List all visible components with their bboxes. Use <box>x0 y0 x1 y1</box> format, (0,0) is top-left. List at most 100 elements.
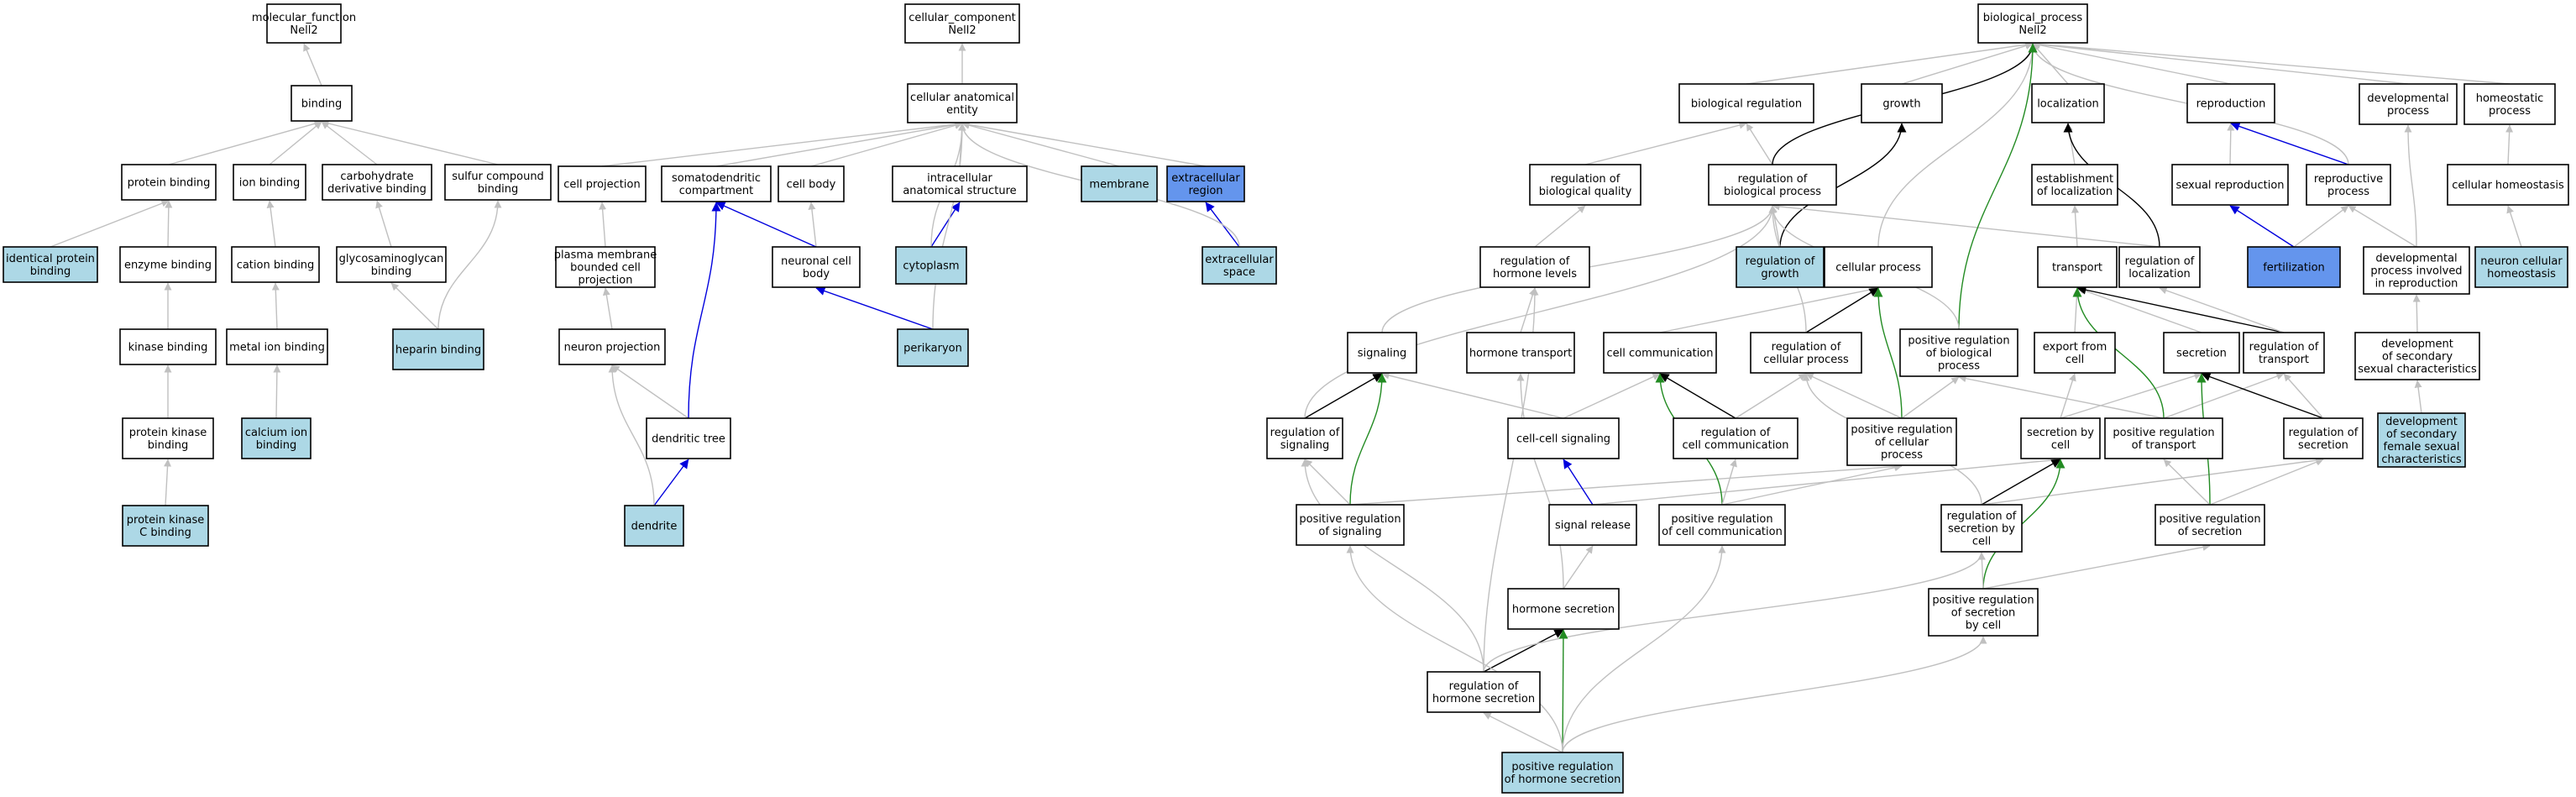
node-label: positive regulation <box>1932 595 2034 607</box>
node-label: cell communication <box>1606 348 1713 360</box>
node-label: of hormone secretion <box>1505 773 1621 786</box>
edge-pos_reg_secretion-to-pos_reg_transport <box>2163 459 2211 506</box>
node-label: process <box>1881 449 1923 462</box>
edge-perikaryon-to-neuronal_body <box>815 286 934 330</box>
node-box <box>1750 332 1862 374</box>
node-label: homeostasis <box>2487 268 2556 281</box>
node-signaling: signaling <box>1347 332 1417 374</box>
node-label: of cell communication <box>1662 526 1783 538</box>
edge-pos_reg_signaling-to-signaling <box>1349 373 1387 506</box>
node-box <box>1202 246 1277 285</box>
node-box <box>2447 164 2569 206</box>
node-box <box>1658 504 1786 546</box>
node-label: derivative binding <box>327 183 427 196</box>
edge-reproduction-to-bp <box>2032 41 2232 85</box>
node-box <box>2283 417 2364 459</box>
node-box <box>904 3 1020 44</box>
node-fertilization: fertilization <box>2247 246 2341 288</box>
node-box <box>2243 332 2325 374</box>
node-box <box>1899 328 2018 377</box>
node-label: of secretion <box>2178 526 2243 538</box>
node-reproduction: reproduction <box>2186 83 2275 123</box>
node-box <box>266 3 342 44</box>
node-box <box>2118 246 2201 288</box>
node-label: cellular_component <box>908 12 1016 24</box>
node-label: of localization <box>2037 186 2113 198</box>
node-label: somatodendritic <box>672 172 761 185</box>
node-cell-homeostasis: cellular homeostasis <box>2447 164 2569 206</box>
node-label: Nell2 <box>948 24 976 37</box>
node-label: growth <box>1761 268 1798 281</box>
node-label: regulation of <box>1746 255 1815 268</box>
edge-pos_reg_signaling-to-reg_signaling <box>1304 459 1351 506</box>
edge-pos_reg_sec_by_cell-to-pos_reg_secretion <box>1982 543 2211 590</box>
node-label: kinase binding <box>128 342 208 354</box>
edge-protein_binding-to-binding <box>168 119 322 165</box>
node-label: cell projection <box>563 179 640 191</box>
edge-pos_reg_cell_comm-to-pos_reg_cell <box>1721 464 1903 506</box>
edge-reg_growth-to-growth <box>1779 123 1907 248</box>
node-box <box>558 165 647 202</box>
node-box <box>1708 164 1837 206</box>
node-box <box>2474 246 2568 288</box>
edge-pos_reg_transport-to-transport <box>2072 287 2165 419</box>
node-label: intracellular <box>927 172 992 185</box>
node-label: binding <box>256 439 296 452</box>
edge-sec_by_cell-to-secretion <box>2060 372 2202 419</box>
node-label: process involved <box>2370 265 2462 278</box>
node-label: characteristics <box>2381 454 2461 466</box>
node-box <box>907 83 1018 123</box>
node-label: transport <box>2052 262 2102 275</box>
edge-dev_repro-to-dev_process <box>2404 124 2417 248</box>
node-label: regulation of <box>2125 255 2195 268</box>
edge-pos_reg_hormone_sec-to-pos_reg_cell_comm <box>1562 545 1726 753</box>
node-binding: binding <box>291 85 353 122</box>
node-label: cell <box>1972 536 1991 548</box>
edge-pos_reg_bio-to-bp <box>1958 43 2038 330</box>
edge-signal_release-to-cc_signaling <box>1563 459 1594 506</box>
node-box <box>2031 83 2105 123</box>
node-box <box>895 246 967 285</box>
node-box <box>1977 3 2088 44</box>
node-box <box>1466 332 1575 374</box>
edge-est_localization-to-localization <box>2065 123 2076 165</box>
node-label: secretion by <box>1948 523 2015 536</box>
node-label: extracellular <box>1205 254 1274 266</box>
node-box <box>2377 412 2466 468</box>
node-label: dendrite <box>631 521 678 533</box>
node-label: process <box>1938 360 1980 373</box>
edge-fertilization-to-repro_process <box>2293 205 2349 248</box>
edge-heparin-to-sulfur_binding <box>437 200 502 330</box>
node-box <box>1548 504 1637 546</box>
node-label: secretion <box>2176 348 2227 360</box>
edge-transport-to-est_localization <box>2071 205 2080 248</box>
node-box <box>1296 504 1405 546</box>
edge-ext_region-to-cae <box>961 121 1207 167</box>
node-signal-release: signal release <box>1548 504 1637 546</box>
node-label: development <box>2381 338 2453 351</box>
node-box <box>1347 332 1417 374</box>
node-label: protein binding <box>128 177 211 190</box>
node-box <box>2359 83 2458 125</box>
edge-cell_body-to-cae <box>810 122 963 167</box>
node-label: developmental <box>2367 92 2448 105</box>
node-label: regulation of <box>1449 680 1519 693</box>
edge-pos_reg_sec_by_cell-to-reg_sec_by_cell <box>1977 552 1986 590</box>
node-label: metal ion binding <box>229 342 325 354</box>
